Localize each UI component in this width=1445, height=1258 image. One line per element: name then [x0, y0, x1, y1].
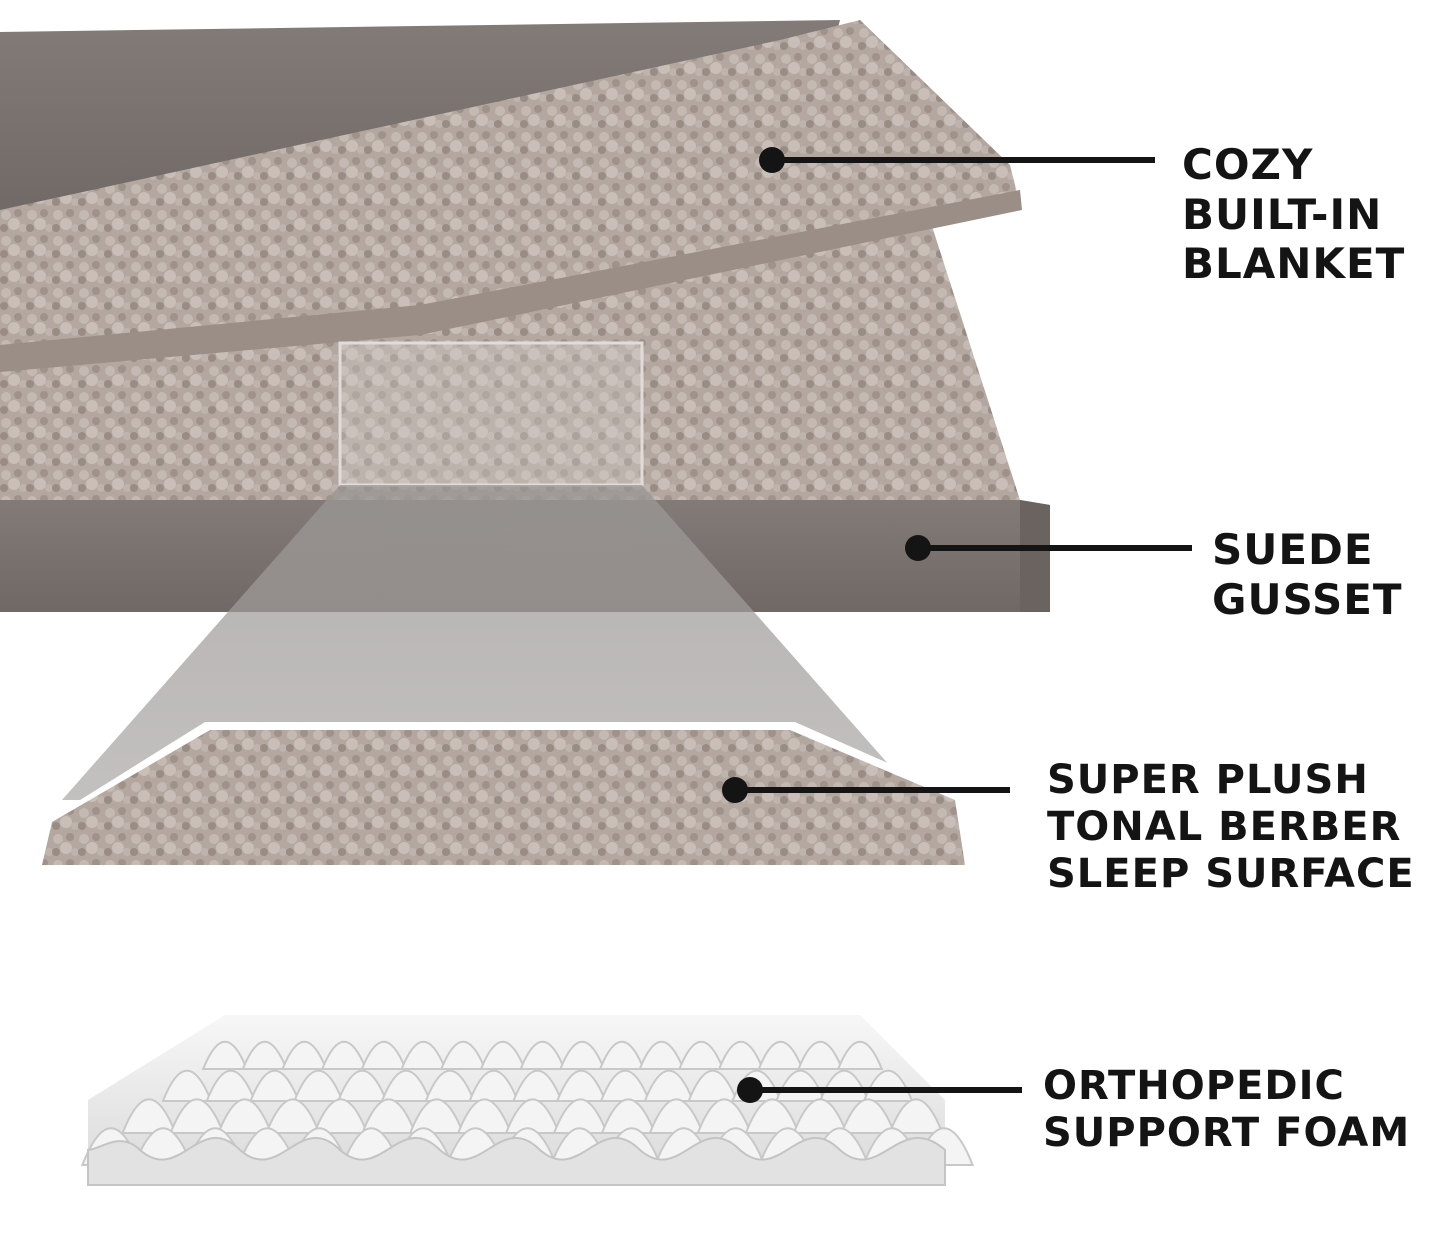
callout-foam-pointer	[737, 1077, 1022, 1103]
callout-blanket-label: COZY BUILT-IN BLANKET	[1182, 140, 1405, 289]
callout-blanket-line: BLANKET	[1182, 239, 1406, 289]
callout-surface-line: SUPER PLUSH	[1047, 757, 1369, 803]
orthopedic-foam	[80, 1015, 975, 1186]
callout-gusset-line: GUSSET	[1212, 574, 1403, 624]
foam-peak	[836, 1040, 884, 1070]
callout-blanket-line: BUILT-IN	[1182, 189, 1383, 239]
callout-blanket-pointer	[759, 147, 1155, 173]
bed-berber-top	[0, 220, 1020, 505]
callout-surface-line: TONAL BERBER	[1047, 804, 1402, 851]
callout-blanket-line: COZY	[1182, 140, 1314, 189]
callout-gusset-line: SUEDE	[1212, 525, 1374, 574]
magnifier-window	[338, 341, 644, 487]
callout-foam-line: ORTHOPEDIC	[1043, 1063, 1345, 1109]
callout-surface-pointer	[722, 777, 1010, 803]
callout-gusset-pointer	[905, 535, 1192, 561]
blanket-fold	[0, 20, 1022, 372]
callout-surface-label: SUPER PLUSH TONAL BERBER SLEEP SURFACE	[1047, 757, 1415, 899]
zoom-beam	[62, 485, 920, 800]
callout-surface-line: SLEEP SURFACE	[1047, 851, 1415, 898]
callout-gusset-label: SUEDE GUSSET	[1212, 525, 1403, 624]
callout-foam-line: SUPPORT FOAM	[1043, 1110, 1411, 1157]
callout-foam-label: ORTHOPEDIC SUPPORT FOAM	[1043, 1063, 1410, 1157]
sleep-surface-slice	[40, 722, 968, 870]
foam-front-edge	[87, 1136, 946, 1186]
